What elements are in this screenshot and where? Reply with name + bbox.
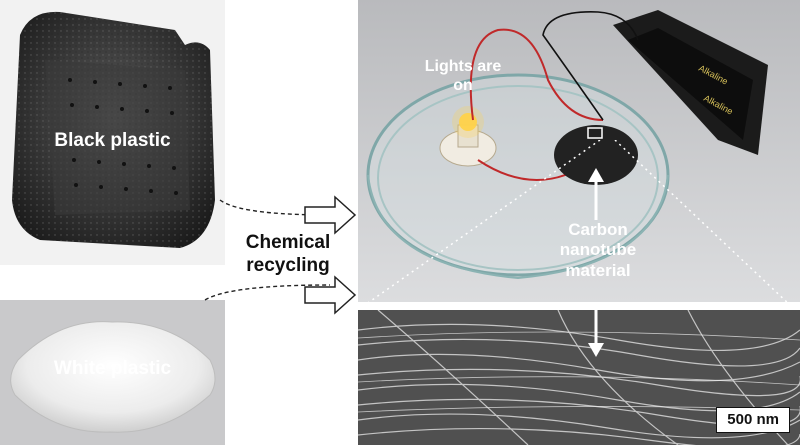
white-tray-illustration: [10, 321, 216, 433]
sem-image: 500 nm: [358, 310, 800, 445]
petri-dish-illustration: Alkaline Alkaline: [358, 0, 800, 302]
black-tray-illustration: [12, 11, 215, 248]
black-plastic-label: Black plastic: [54, 130, 171, 151]
lights-are-on-label: Lights are on: [398, 57, 528, 95]
chemical-line: Chemical: [245, 232, 331, 253]
cnt-line3: material: [565, 260, 631, 280]
recycling-line: recycling: [246, 254, 330, 276]
chemical-recycling-label: Chemical recycling: [228, 232, 348, 278]
white-plastic-label: White plastic: [53, 358, 172, 379]
black-plastic-photo: Black plastic: [0, 0, 225, 265]
cnt-line2: nanotube: [559, 240, 637, 260]
lights-line2: on: [453, 77, 473, 95]
dotted-leader-line: [364, 140, 791, 306]
cnt-material-label: Carbon nanotube material: [538, 220, 658, 281]
scale-bar: 500 nm: [716, 407, 790, 433]
lights-line1: Lights are: [424, 58, 502, 75]
battery-pack: Alkaline Alkaline: [613, 10, 768, 155]
cnt-line1: Carbon: [568, 220, 628, 239]
white-plastic-photo: White plastic: [0, 300, 225, 445]
arrow-icon: [304, 195, 357, 315]
petri-dish-photo: Alkaline Alkaline Lights are on Carbon n…: [358, 0, 800, 302]
scale-bar-label: 500 nm: [727, 411, 779, 428]
